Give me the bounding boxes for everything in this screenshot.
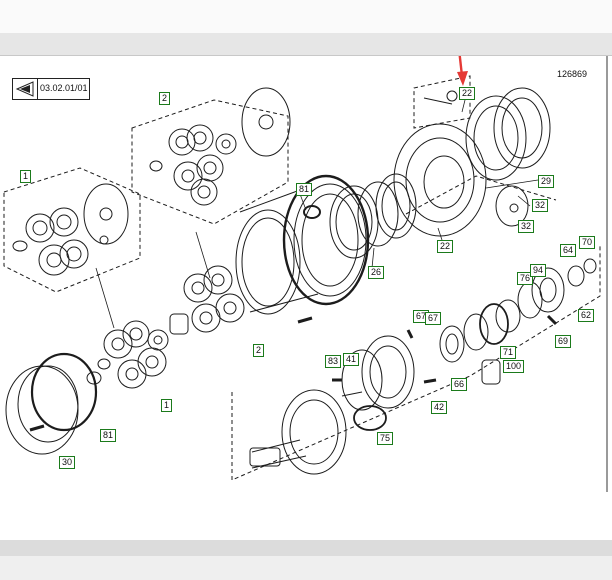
callout-69: 69	[555, 335, 572, 348]
callout-100: 100	[503, 360, 525, 373]
ring-gear-housing	[235, 174, 370, 315]
retaining-pin	[423, 90, 458, 105]
callout-22-b: 22	[437, 240, 454, 253]
diagram-viewport	[0, 56, 608, 494]
callout-76: 76	[517, 272, 534, 285]
planet-set-lower	[86, 320, 169, 389]
callout-94: 94	[530, 264, 547, 277]
group-outline-1	[3, 167, 141, 293]
detail-32	[495, 185, 529, 227]
reference-code: 03.02.01/01	[40, 83, 88, 93]
callout-30: 30	[59, 456, 76, 469]
callout-41: 41	[343, 353, 360, 366]
callout-2-b: 2	[253, 344, 265, 357]
callout-42: 42	[431, 401, 448, 414]
group-outline-3	[405, 175, 557, 215]
callout-75: 75	[377, 432, 394, 445]
group-outline-lower	[231, 244, 601, 481]
leader-lines	[95, 95, 539, 329]
planet-set-2	[149, 87, 291, 206]
dashed-groups	[3, 75, 601, 481]
group-outline-2	[131, 99, 289, 225]
callout-64: 64	[560, 244, 577, 257]
highlight-arrow	[457, 56, 468, 86]
callout-66: 66	[451, 378, 468, 391]
callout-32-b: 32	[518, 220, 535, 233]
toolbar-strip	[0, 33, 612, 56]
hub-flange	[393, 123, 487, 237]
drawing-number: 126869	[557, 69, 588, 79]
callout-22: 22	[459, 87, 476, 100]
end-cover	[5, 352, 98, 455]
bearing-rings	[303, 173, 417, 259]
seal-rings	[465, 87, 551, 181]
callout-1: 1	[20, 170, 32, 183]
callout-1-b: 1	[161, 399, 173, 412]
callout-67-b: 67	[425, 312, 442, 325]
bottom-band	[0, 556, 612, 580]
callout-32: 32	[532, 199, 549, 212]
exploded-parts-diagram	[3, 56, 601, 481]
top-band	[0, 0, 612, 34]
reference-arrow-icon	[13, 79, 38, 99]
nut-assembly	[517, 258, 597, 326]
planet-set-mid	[169, 265, 313, 335]
bottom-strip	[0, 540, 612, 556]
callout-70: 70	[579, 236, 596, 249]
bearing-66	[439, 325, 465, 363]
callout-26: 26	[368, 266, 385, 279]
carrier-hub	[332, 329, 437, 431]
callout-62: 62	[578, 309, 595, 322]
callout-2: 2	[159, 92, 171, 105]
callout-81-b: 81	[100, 429, 117, 442]
reference-box: 03.02.01/01	[12, 78, 90, 100]
callout-81: 81	[296, 183, 313, 196]
seal-71	[463, 299, 521, 385]
planet-set-1	[12, 183, 129, 276]
callout-71: 71	[500, 346, 517, 359]
output-drum	[249, 389, 347, 475]
callout-29: 29	[538, 175, 555, 188]
callout-83: 83	[325, 355, 342, 368]
